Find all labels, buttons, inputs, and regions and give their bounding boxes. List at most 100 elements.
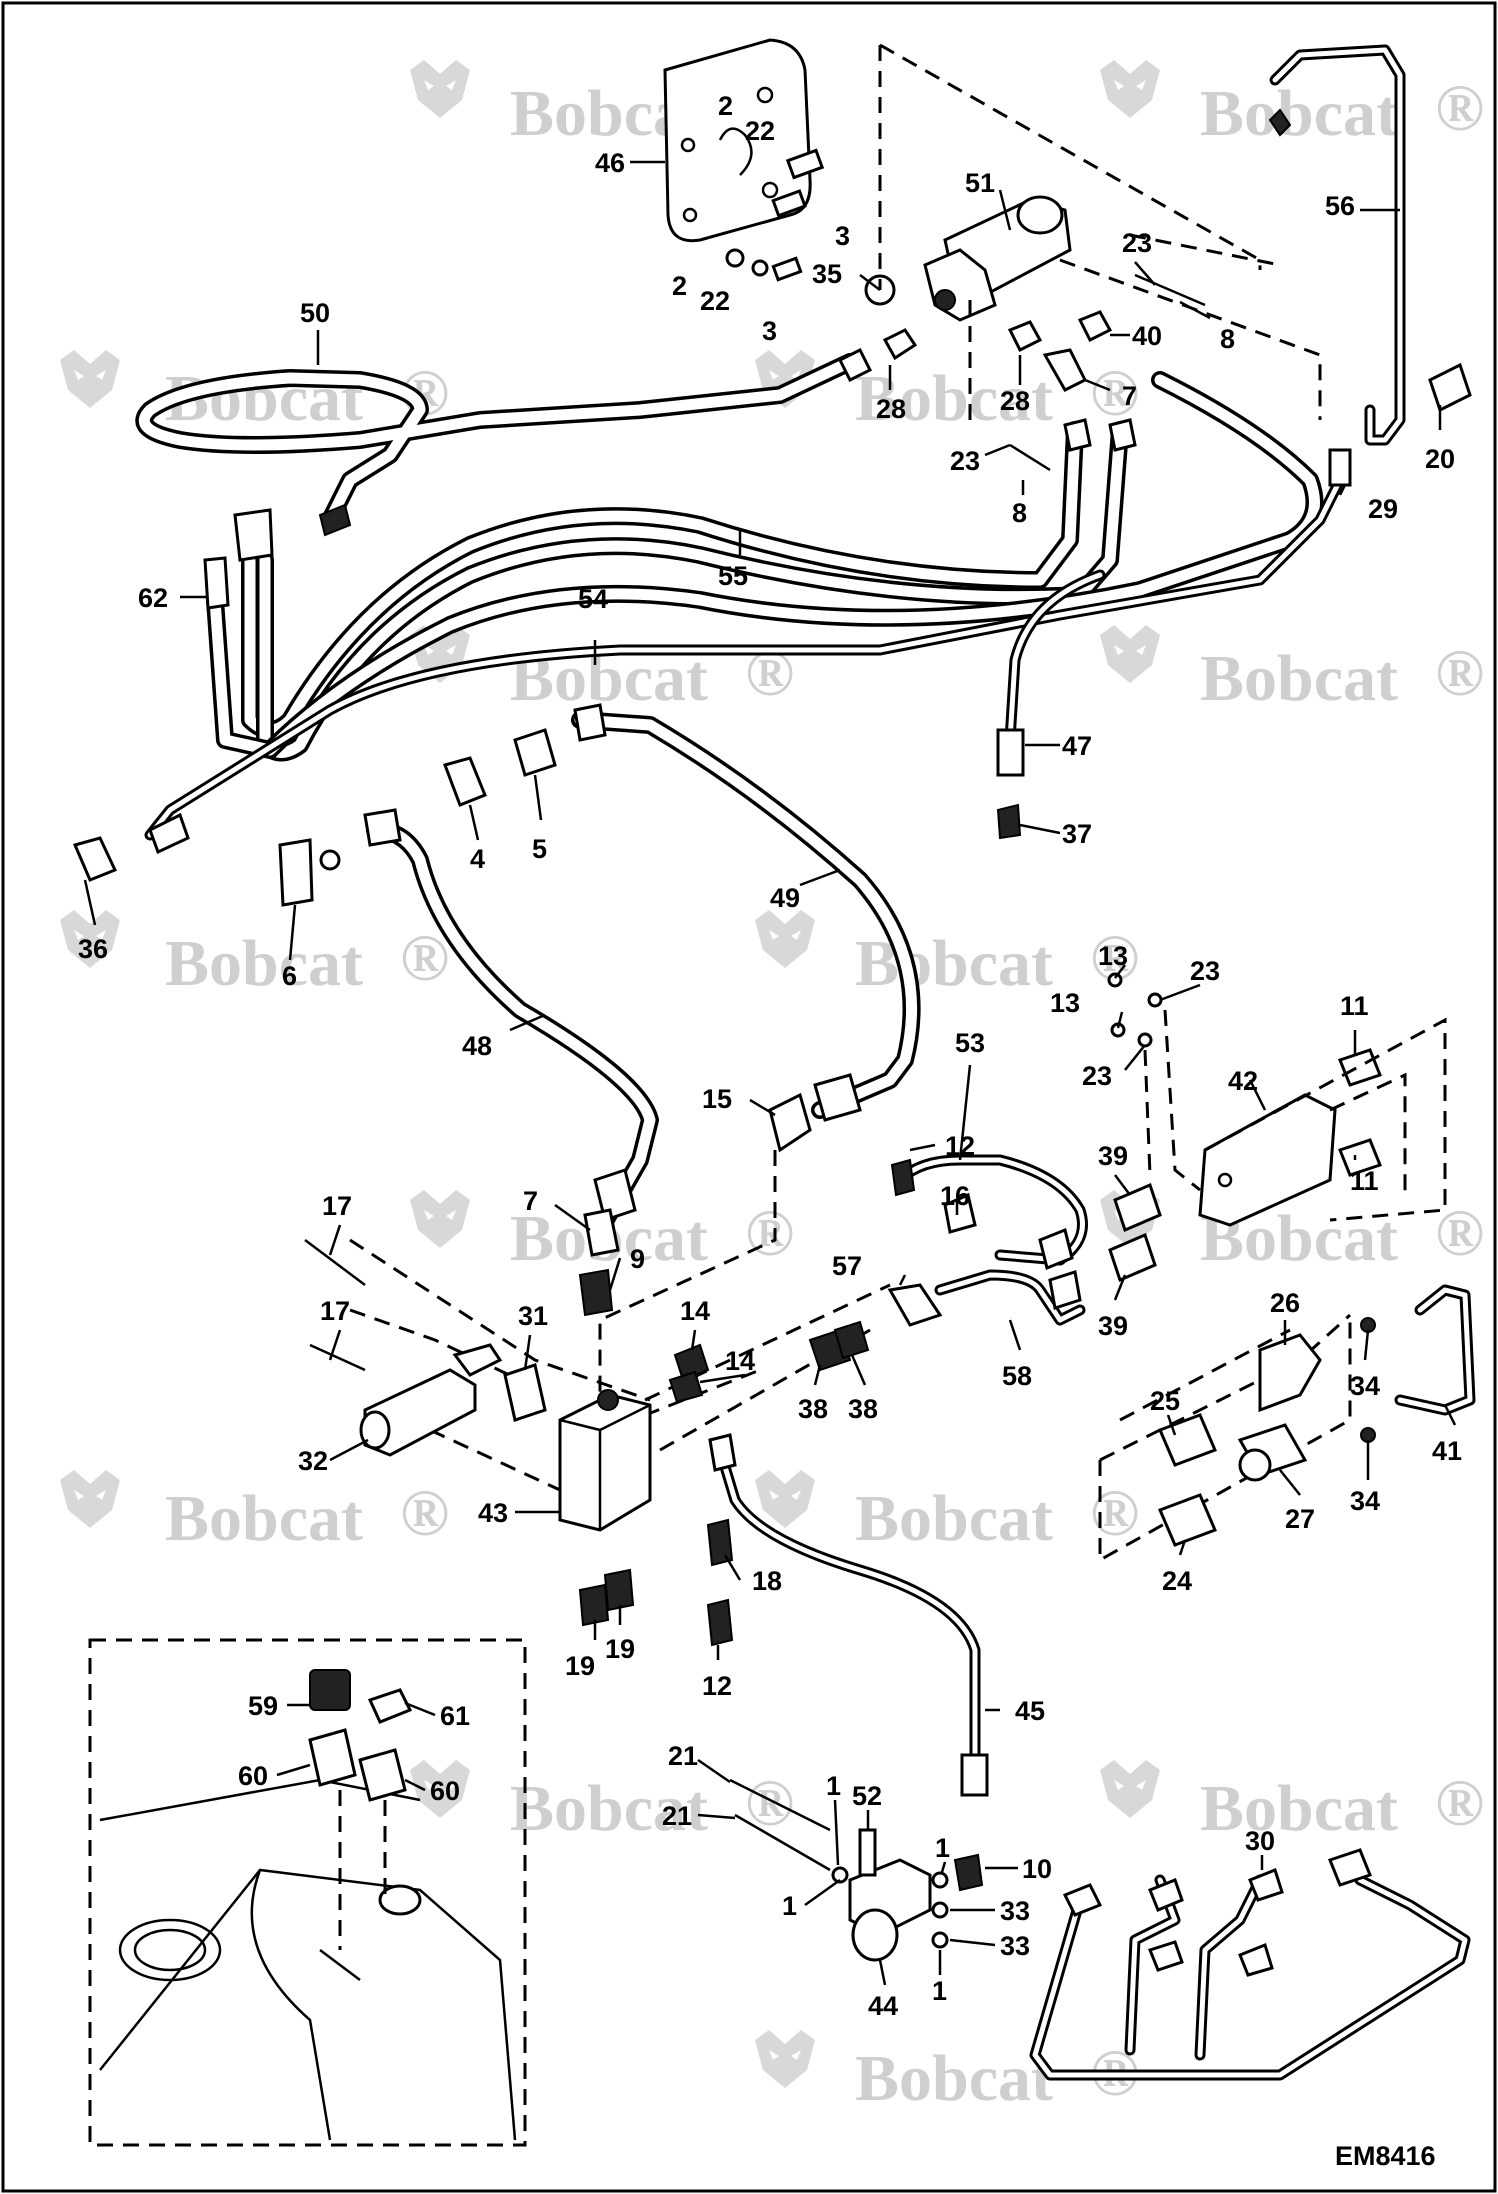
- fitting-39: [1108, 1232, 1157, 1283]
- callout: 26: [1270, 1288, 1300, 1318]
- callout: 57: [832, 1251, 862, 1281]
- callout: 4: [470, 844, 485, 874]
- dashed-connection: [644, 1283, 891, 1402]
- fitting-12: [706, 1598, 734, 1647]
- hose-49: [571, 711, 921, 1119]
- callout: 2: [672, 271, 687, 301]
- dashed-connection: [1329, 1072, 1407, 1195]
- middle-assembly: [278, 703, 1476, 1797]
- valve-port: [597, 1389, 619, 1411]
- coupler-25: [1158, 1413, 1217, 1467]
- bolt: [771, 189, 807, 218]
- callout: 62: [138, 583, 168, 613]
- callout: 30: [1245, 1826, 1275, 1856]
- fitting-14: [668, 1370, 704, 1404]
- callout: 48: [462, 1031, 492, 1061]
- callout: 52: [852, 1781, 882, 1811]
- solenoid-cap: [359, 1410, 391, 1450]
- bracket-31: [503, 1363, 547, 1422]
- callout: 53: [955, 1028, 985, 1058]
- lock-washer: [751, 259, 769, 277]
- watermark-text: Bobcat: [165, 1482, 363, 1555]
- callout: 50: [300, 298, 330, 328]
- nut-33: [931, 1931, 949, 1949]
- watermark-text: Bobcat: [855, 2042, 1053, 2115]
- hose-end: [813, 1073, 862, 1122]
- fitting: [882, 328, 918, 361]
- harness-connector: [1328, 1848, 1372, 1887]
- callout: 3: [835, 221, 850, 251]
- bracket-52: [858, 1828, 877, 1877]
- callout: 34: [1350, 1486, 1380, 1516]
- callout: 6: [282, 961, 297, 991]
- washer-1: [931, 1871, 949, 1889]
- watermark-mark: ®: [745, 1767, 794, 1840]
- watermark: Bobcat ®: [755, 2030, 1139, 2115]
- callout: 14: [680, 1296, 710, 1326]
- watermark-text: Bobcat: [1200, 642, 1398, 715]
- callout: 24: [1162, 1566, 1192, 1596]
- dashed-connection: [1204, 1017, 1447, 1222]
- harness-branch-inner: [1197, 1877, 1263, 2058]
- dashed-connection: [1129, 233, 1281, 267]
- callout: 23: [1190, 956, 1220, 986]
- callout: 59: [248, 1691, 278, 1721]
- washer-23: [1147, 992, 1163, 1008]
- tube-41: [1394, 1284, 1476, 1416]
- dashed-connection: [598, 1150, 777, 1410]
- callout: 45: [1015, 1696, 1045, 1726]
- watermark: Bobcat ®: [1100, 1190, 1484, 1275]
- callout: 8: [1012, 498, 1027, 528]
- callout: 5: [532, 834, 547, 864]
- callout: 36: [78, 934, 108, 964]
- fitting-39: [1113, 1182, 1162, 1233]
- solenoid-end: [452, 1343, 503, 1377]
- dashed-connection: [1119, 1328, 1291, 1422]
- dashed-connection: [1098, 1315, 1352, 1563]
- bottom-assembly: [88, 1638, 1471, 2147]
- bobcat-head-logo-icon: [1100, 625, 1160, 683]
- callout: 1: [935, 1833, 950, 1863]
- hose-end: [1048, 1270, 1082, 1310]
- callout: 29: [1368, 494, 1398, 524]
- harness-connector: [1248, 1868, 1284, 1902]
- plate-hole: [1217, 1172, 1233, 1188]
- valve-block-edges: [559, 1403, 651, 1530]
- leader-lines: [83, 160, 1457, 1986]
- callout: 22: [700, 286, 730, 316]
- bolt-shaft: [1134, 273, 1206, 307]
- callout: 1: [826, 1771, 841, 1801]
- callout: 23: [950, 446, 980, 476]
- tube-45-inner: [717, 1447, 978, 1763]
- callout: 58: [1002, 1361, 1032, 1391]
- watermark-mark: ®: [1435, 1767, 1484, 1840]
- fitting-38: [833, 1320, 870, 1360]
- fitting-6: [278, 838, 314, 907]
- bobcat-head-logo-icon: [755, 1470, 815, 1528]
- tube-fitting: [148, 812, 190, 855]
- callout: 19: [565, 1651, 595, 1681]
- fitting-29: [1328, 448, 1352, 487]
- plate-hole: [682, 207, 698, 223]
- inset-knob: [378, 1884, 422, 1916]
- callout: 33: [1000, 1931, 1030, 1961]
- fitting-16: [943, 1192, 977, 1234]
- coupler-ring: [1238, 1448, 1272, 1482]
- hose-end: [837, 347, 873, 383]
- callout: 44: [868, 1991, 898, 2021]
- watermark-mark: ®: [1435, 637, 1484, 710]
- inset-detail-box: [88, 1638, 527, 2147]
- hose-53-inner: [897, 1157, 1085, 1263]
- callout: 8: [1220, 324, 1235, 354]
- callout: 20: [1425, 444, 1455, 474]
- tube-fitting: [996, 728, 1025, 777]
- harness-connector: [1062, 1883, 1103, 1917]
- watermark: Bobcat ®: [755, 1470, 1139, 1555]
- fitting-5: [513, 728, 557, 777]
- callout: 2: [718, 91, 733, 121]
- watermark-text: Bobcat: [1200, 77, 1398, 150]
- coupler-11: [1338, 1048, 1382, 1087]
- bobcat-head-logo-icon: [60, 350, 120, 408]
- bolt-13: [1107, 972, 1123, 988]
- valve-cap: [1016, 195, 1064, 235]
